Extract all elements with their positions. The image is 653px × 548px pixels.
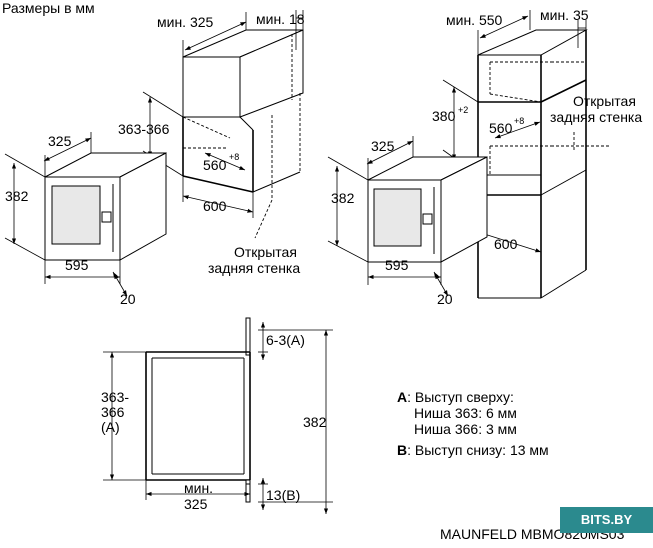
left-niche-width-tol: +8 [229,152,239,162]
left-appliance-front: 20 [120,291,136,307]
watermark-badge: BITS.BY [560,507,653,533]
right-cabinet-width: 600 [494,236,518,252]
left-niche-width: 560 [203,157,227,173]
side-niche-height-2: 366 [101,404,125,420]
left-open-back-1: Открытая [234,244,297,260]
right-niche-height-tol: +2 [458,105,468,115]
svg-text:A: Выступ сверху:: A: Выступ сверху: [397,389,514,405]
niche-left [142,10,304,239]
appliance-right [327,136,488,297]
legend-a-key: A [397,389,407,405]
left-open-back-2: задняя стенка [208,260,300,276]
right-niche-width-tol: +8 [514,116,524,126]
side-bottom-offset: 13(B) [266,487,300,503]
side-niche-height-3: (A) [101,419,120,435]
side-total-height: 382 [303,414,327,430]
right-appliance-width: 595 [385,257,409,273]
side-niche-height-1: 363- [101,389,129,405]
right-niche-min-gap: мин. 35 [540,7,589,23]
left-niche-min-depth: мин. 325 [157,14,214,30]
legend-b-key: B [397,442,407,458]
left-appliance-width: 595 [65,257,89,273]
right-appliance-height: 382 [331,190,355,206]
side-min-depth-2: 325 [184,496,208,512]
appliance-left [4,132,167,297]
right-open-back-1: Открытая [573,93,636,109]
legend: A: Выступ сверху: Ниша 363: 6 мм Ниша 36… [397,389,549,458]
right-open-back-2: задняя стенка [550,109,642,125]
legend-a-line2: Ниша 366: 3 мм [414,421,517,437]
side-min-depth-1: мин. [184,480,213,496]
left-appliance-depth: 325 [48,133,72,149]
right-niche-width: 560 [489,120,513,136]
right-niche-height: 380 [432,108,456,124]
right-appliance-depth: 325 [371,138,395,154]
legend-a-text: : Выступ сверху: [407,389,514,405]
left-appliance-height: 382 [5,188,29,204]
niche-right [442,10,610,299]
svg-text:B: Выступ снизу: 13 мм: B: Выступ снизу: 13 мм [397,442,549,458]
side-section [103,317,333,514]
legend-b-text: : Выступ снизу: 13 мм [407,442,549,458]
legend-a-line1: Ниша 363: 6 мм [414,405,517,421]
left-niche-height-range: 363-366 [118,121,170,137]
left-cabinet-width: 600 [203,198,227,214]
right-niche-min-depth: мин. 550 [446,12,503,28]
left-niche-min-gap: мин. 18 [256,11,305,27]
side-top-offset: 6-3(A) [266,332,305,348]
title: Размеры в мм [2,0,95,16]
right-appliance-front: 20 [437,291,453,307]
